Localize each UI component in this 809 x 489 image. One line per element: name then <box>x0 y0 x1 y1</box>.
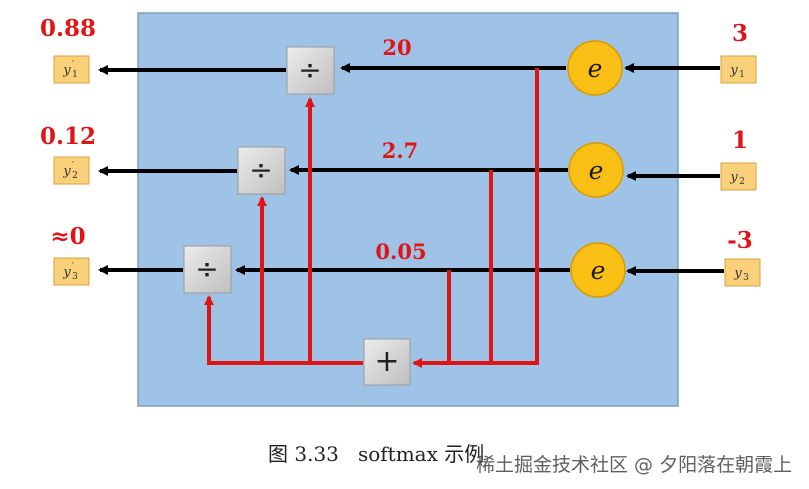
input-value-2: 1 <box>732 127 748 154</box>
svg-text:2: 2 <box>739 177 745 187</box>
output-value-1: 0.88 <box>40 15 96 42</box>
exp-value-1: 20 <box>382 35 411 60</box>
sum-node: + <box>363 338 411 386</box>
input-value-3: -3 <box>727 227 753 254</box>
exp-node-label: e <box>591 256 606 285</box>
divide-symbol: ÷ <box>298 53 321 86</box>
input-box-1: y 1 <box>720 55 757 84</box>
sum-symbol: + <box>374 344 399 379</box>
svg-text:y: y <box>729 63 738 78</box>
divide-symbol: ÷ <box>195 252 218 285</box>
svg-text:′: ′ <box>72 161 74 171</box>
exp-node-label: e <box>589 156 604 185</box>
exp-node-1: e <box>567 40 623 96</box>
svg-text:y: y <box>62 265 71 280</box>
divide-symbol: ÷ <box>249 153 272 186</box>
input-box-2: y 2 <box>720 162 757 191</box>
output-box-3: y ′ 3 <box>53 257 90 286</box>
svg-text:y: y <box>733 266 742 281</box>
svg-text:y: y <box>729 170 738 185</box>
svg-text:3: 3 <box>72 272 78 282</box>
svg-text:y: y <box>62 164 71 179</box>
divide-node-2: ÷ <box>237 146 286 195</box>
svg-text:′: ′ <box>72 60 74 70</box>
svg-text:2: 2 <box>72 171 78 181</box>
divide-node-3: ÷ <box>183 245 232 294</box>
exp-value-3: 0.05 <box>375 239 426 264</box>
exp-value-2: 2.7 <box>382 138 419 163</box>
sum-wiring <box>447 68 539 363</box>
divide-node-1: ÷ <box>286 46 335 95</box>
exp-node-label: e <box>588 54 603 83</box>
svg-text:′: ′ <box>72 262 74 272</box>
output-box-1: y ′ 1 <box>53 55 90 84</box>
svg-text:3: 3 <box>743 273 749 283</box>
output-value-3: ≈0 <box>50 223 85 250</box>
svg-text:1: 1 <box>72 70 78 80</box>
figure-caption: 图 3.33 softmax 示例 <box>268 442 485 466</box>
output-box-2: y ′ 2 <box>53 156 90 185</box>
svg-text:y: y <box>62 63 71 78</box>
input-value-1: 3 <box>732 20 748 47</box>
watermark-text: 稀土掘金技术社区 @ 夕阳落在朝霞上 <box>476 454 793 476</box>
input-box-3: y 3 <box>724 258 761 287</box>
exp-node-3: e <box>570 242 626 298</box>
output-value-2: 0.12 <box>40 123 96 150</box>
svg-text:1: 1 <box>739 70 745 80</box>
exp-node-2: e <box>568 142 624 198</box>
